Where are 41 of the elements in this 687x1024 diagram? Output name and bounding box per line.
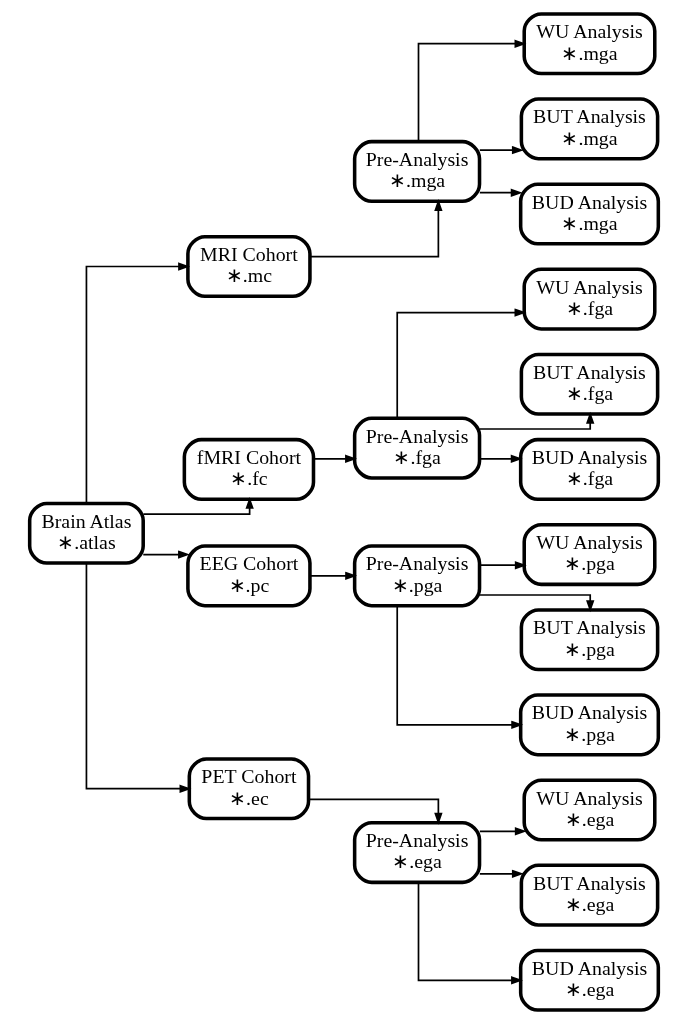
arrow: [478, 594, 594, 613]
arrow: [307, 798, 443, 825]
arrow: [478, 869, 524, 879]
arrow: [395, 605, 523, 730]
node-box: BUD Analysis ∗.fga: [518, 437, 660, 501]
node-box: EEG Cohort ∗.pc: [185, 544, 312, 608]
arrow: [308, 571, 357, 581]
node-box: PET Cohort ∗.ec: [187, 757, 310, 821]
arrow: [142, 496, 254, 515]
arrow: [417, 39, 526, 142]
node-box: BUT Analysis ∗.ega: [519, 863, 659, 927]
node-box: Pre-Analysis ∗.pga: [352, 544, 481, 608]
node-box: BUT Analysis ∗.pga: [519, 608, 659, 672]
node-box: WU Analysis ∗.mga: [521, 12, 657, 76]
arrow: [395, 308, 526, 419]
node-box: MRI Cohort ∗.mc: [185, 234, 312, 299]
node-box: BUT Analysis ∗.fga: [519, 352, 659, 416]
node-box: Pre-Analysis ∗.fga: [352, 416, 481, 480]
arrow: [309, 199, 443, 258]
node-box: BUT Analysis ∗.mga: [519, 97, 659, 161]
arrow: [85, 262, 190, 505]
arrow: [478, 411, 594, 430]
arrow: [478, 827, 527, 836]
arrow: [478, 561, 527, 570]
node-box: Pre-Analysis ∗.mga: [352, 139, 481, 203]
node-box: WU Analysis ∗.fga: [521, 267, 657, 331]
arrow: [478, 454, 523, 463]
arrow: [417, 882, 523, 985]
node-box: Brain Atlas ∗.atlas: [27, 501, 145, 565]
node-box: Pre-Analysis ∗.ega: [352, 821, 481, 885]
node-box: fMRI Cohort ∗.fc: [182, 437, 315, 501]
arrow: [312, 454, 357, 463]
arrow: [478, 145, 524, 155]
node-box: WU Analysis ∗.pga: [521, 523, 657, 587]
node-box: WU Analysis ∗.ega: [521, 778, 657, 842]
arrow: [478, 188, 523, 197]
arrow: [85, 562, 191, 793]
node-box: BUD Analysis ∗.pga: [518, 693, 660, 757]
arrow: [141, 550, 190, 559]
node-box: BUD Analysis ∗.ega: [518, 948, 660, 1012]
node-box: BUD Analysis ∗.mga: [518, 182, 660, 246]
